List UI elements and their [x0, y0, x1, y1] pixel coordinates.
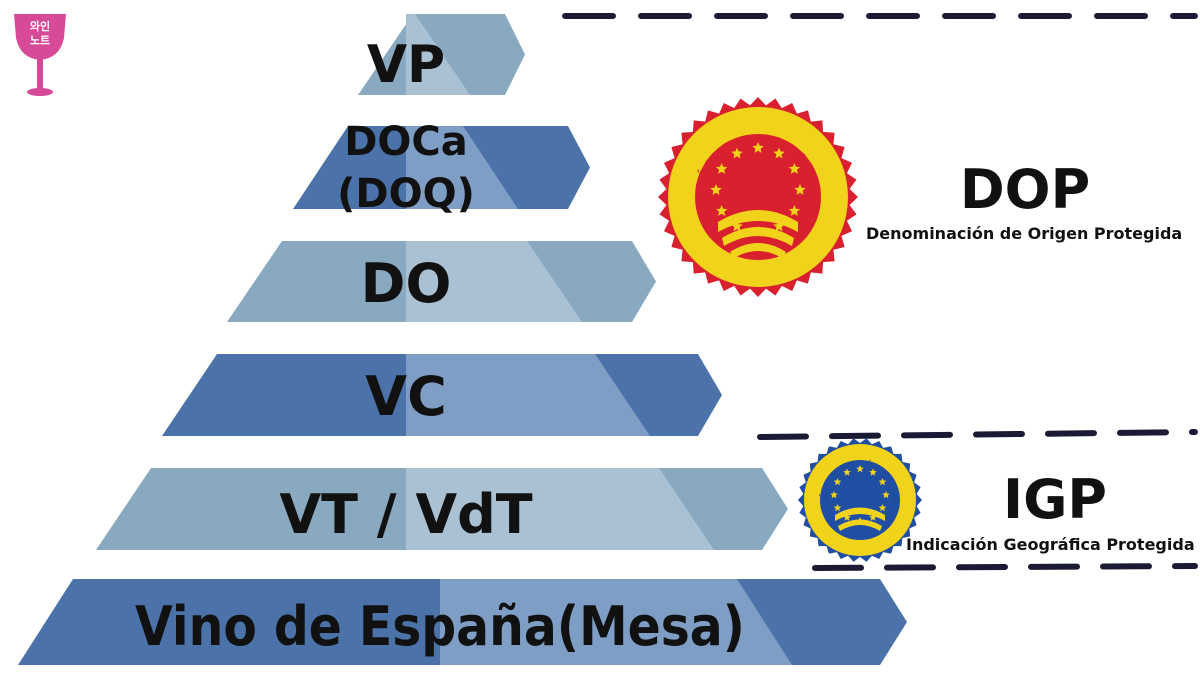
level-label-vino: Vino de España(Mesa)	[135, 595, 745, 658]
igp-subtitle: Indicación Geográfica Protegida	[906, 535, 1195, 554]
seal-star-icon	[794, 184, 806, 195]
level-label-vp: VP	[367, 35, 445, 95]
seal-star-icon	[715, 205, 728, 216]
pyramid-level-6-highlight	[440, 579, 792, 665]
seal-star-icon	[773, 220, 785, 232]
pyramid-level-5-highlight	[406, 468, 714, 550]
seal-star-icon	[731, 220, 743, 232]
divider-middle	[757, 429, 1198, 440]
seal-star-icon	[882, 491, 890, 499]
level-label-vt: VT / VdT	[279, 483, 532, 546]
seal-star-icon	[833, 504, 842, 512]
seal-star-icon	[830, 491, 838, 499]
wine-glass-logo: 와인 노트	[14, 14, 66, 96]
seal-star-icon	[843, 513, 851, 521]
seal-star-icon	[773, 147, 785, 159]
level-label-doca: DOCa	[344, 119, 468, 165]
seal-star-icon	[856, 465, 864, 473]
seal-star-icon	[869, 513, 877, 521]
level-label-do: DO	[361, 252, 452, 315]
seal-star-icon	[878, 478, 887, 486]
dashed-dividers	[562, 13, 1198, 571]
seal-star-icon	[878, 504, 887, 512]
logo-text-line1: 와인	[30, 19, 50, 33]
pyramid-level-2-highlight	[406, 126, 518, 209]
level-label-vc: VC	[365, 365, 446, 428]
seal-star-icon	[843, 468, 851, 476]
pyramid-level-1-highlight	[406, 14, 470, 95]
seal-star-icon	[752, 142, 764, 153]
logo-text-line2: 노트	[30, 34, 50, 47]
wine-glass-icon	[14, 14, 66, 60]
seal-star-icon	[710, 184, 722, 195]
dop-subtitle: Denominación de Origen Protegida	[866, 224, 1183, 243]
seal-star-icon	[715, 163, 728, 174]
pyramid-levels	[18, 14, 907, 665]
pyramid-level-3-highlight	[406, 241, 582, 322]
pyramid-level-4-highlight	[406, 354, 650, 436]
divider-bottom	[812, 563, 1198, 571]
seal-star-icon	[731, 147, 743, 159]
igp-title: IGP	[1003, 468, 1107, 531]
seal-star-icon	[833, 478, 842, 486]
dop-title: DOP	[959, 158, 1091, 221]
seal-star-icon	[788, 205, 801, 216]
pyramid-labels: VP DOCa (DOQ) DO VC VT / VdT Vino de Esp…	[135, 35, 745, 658]
seal-star-icon	[788, 163, 801, 174]
seal-star-icon	[869, 468, 877, 476]
level-label-doq: (DOQ)	[337, 171, 475, 217]
